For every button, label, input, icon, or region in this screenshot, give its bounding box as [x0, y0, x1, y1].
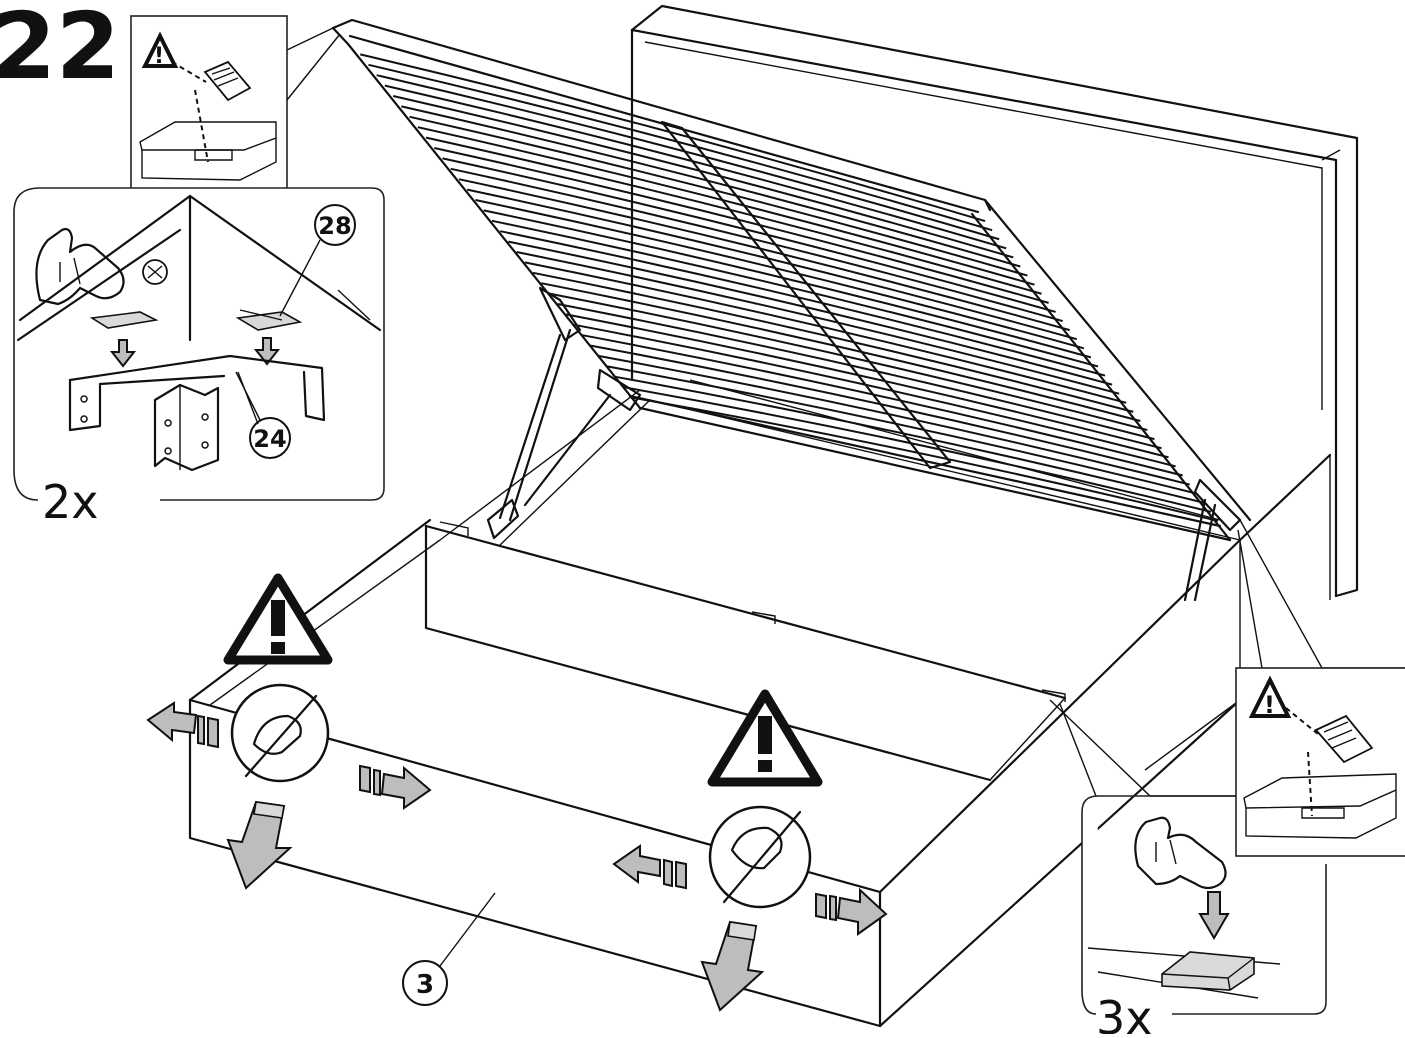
slat: [483, 209, 1092, 359]
part-28-label: 28: [318, 212, 351, 240]
slat: [606, 365, 1198, 495]
slat: [598, 355, 1190, 486]
slat: [573, 323, 1169, 459]
manual-warning-detail-top: !: [130, 15, 341, 191]
hand-icon: [35, 227, 125, 306]
manual-book-icon: [203, 60, 252, 102]
slat: [401, 105, 1021, 268]
part-3-label: 3: [416, 970, 434, 1000]
warning-icon-mark: !: [154, 44, 164, 69]
slat: [524, 261, 1127, 404]
slat: [475, 199, 1085, 350]
pad-detail: 3x: [1049, 699, 1327, 1038]
part-24-callout: [249, 417, 291, 459]
slat: [623, 386, 1212, 513]
no-touch-left: [230, 683, 330, 783]
no-touch-right: [708, 805, 812, 909]
part-3-callout: [402, 960, 448, 1006]
hinge-quantity: 2x: [42, 475, 99, 529]
slat: [491, 219, 1099, 368]
headboard: [630, 4, 1359, 598]
warning-icon: [141, 31, 179, 68]
arrows: [146, 701, 888, 1012]
slat: [417, 126, 1035, 286]
slat: [582, 334, 1176, 468]
slat: [376, 74, 1000, 241]
slat: [360, 53, 986, 223]
svg-text:!: !: [1264, 691, 1275, 719]
arrow-icon: [146, 701, 198, 743]
arrow-icon: [612, 844, 661, 884]
slat: [532, 271, 1134, 413]
slat: [557, 303, 1155, 441]
step-number: 22: [0, 0, 120, 100]
arrow-icon: [836, 887, 888, 936]
slat: [458, 178, 1071, 332]
slat: [434, 147, 1049, 304]
slat: [425, 136, 1042, 295]
hinge-detail: 28 24 2x: [13, 187, 385, 529]
manual-warning-detail-right: !: [1235, 519, 1405, 857]
slat: [615, 375, 1205, 504]
arrow-icon: [380, 765, 432, 810]
hand-icon: [1134, 816, 1227, 890]
slats: [360, 53, 1219, 522]
slat: [565, 313, 1162, 450]
slat: [508, 240, 1113, 386]
slat: [549, 292, 1148, 432]
manual-book-icon: [1314, 714, 1374, 764]
part-28-callout: [314, 204, 356, 246]
part-24-label: 24: [253, 425, 286, 453]
pad-quantity: 3x: [1096, 991, 1153, 1034]
slat: [384, 84, 1007, 250]
slat: [590, 344, 1183, 477]
slat: [392, 95, 1014, 259]
slat: [368, 63, 993, 232]
slat: [541, 282, 1141, 422]
no-touch-icon: [708, 805, 812, 909]
slat: [409, 115, 1028, 277]
slat: [516, 251, 1120, 395]
slatted-frame: [331, 18, 1252, 602]
slat: [499, 230, 1106, 377]
warning-left: [223, 573, 333, 665]
warning-icon: [1248, 675, 1292, 718]
slat: [442, 157, 1056, 313]
warning-right: [707, 689, 823, 787]
slat: [450, 167, 1063, 322]
slat: [631, 396, 1219, 522]
slat: [466, 188, 1078, 341]
